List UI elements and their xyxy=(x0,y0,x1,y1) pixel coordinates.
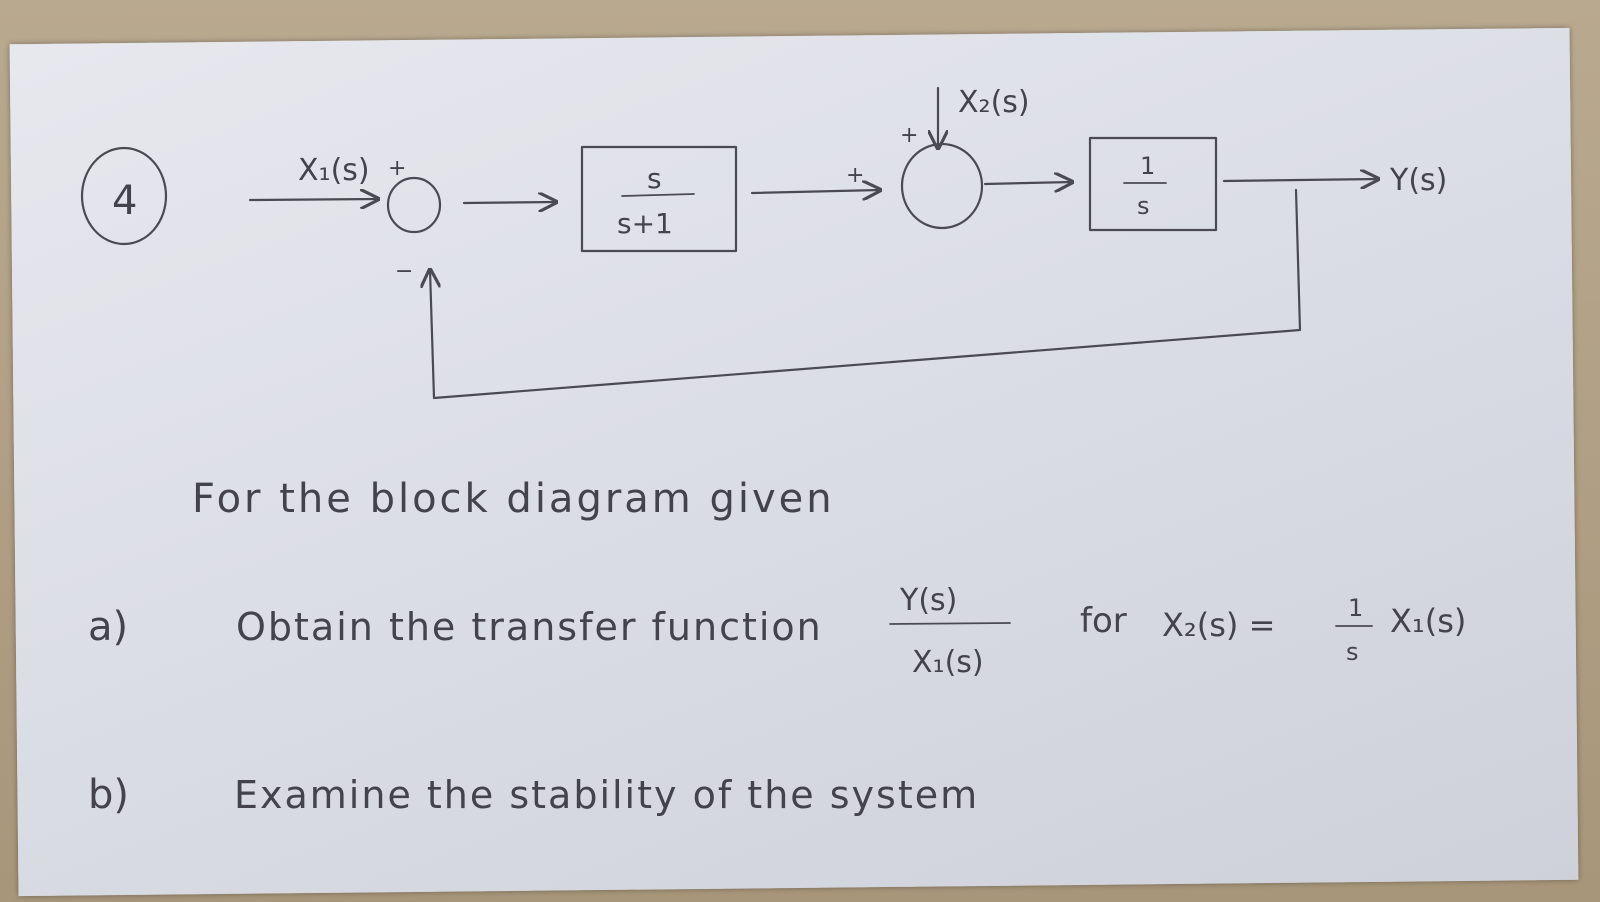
input-arrow xyxy=(248,199,378,200)
block-1-denominator: s+1 xyxy=(617,207,673,240)
part-a-fraction-numerator: Y(s) xyxy=(899,583,957,618)
block-1-frame xyxy=(580,145,738,253)
block-1-numerator: s xyxy=(647,162,662,195)
part-a-condition-denominator: s xyxy=(1346,638,1359,666)
feedback-minus-sign: − xyxy=(395,259,413,284)
problem-number: 4 xyxy=(112,178,137,224)
junction-2-left-sign: + xyxy=(846,163,864,188)
problem-number-circle xyxy=(80,146,168,246)
part-a-text: Obtain the transfer function xyxy=(236,605,823,649)
part-a-for: for xyxy=(1080,601,1127,641)
junction-2-top-sign: + xyxy=(900,123,918,148)
part-a-fraction-denominator: X₁(s) xyxy=(912,645,984,680)
arrow-to-junction-2 xyxy=(750,190,880,193)
input-plus-sign: + xyxy=(388,156,406,181)
part-a-marker: a) xyxy=(88,604,128,650)
block-2-numerator: 1 xyxy=(1140,152,1155,180)
intro-text: For the block diagram given xyxy=(192,476,835,522)
output-label: Y(s) xyxy=(1389,163,1447,198)
part-b-text: Examine the stability of the system xyxy=(234,773,979,817)
arrow-to-block-2 xyxy=(983,182,1072,184)
part-a-fraction-bar xyxy=(889,622,1011,625)
arrow-to-block-1 xyxy=(462,202,556,203)
part-a-condition-rhs: X₁(s) xyxy=(1390,602,1466,640)
summing-junction-2 xyxy=(900,142,984,230)
feedback-path xyxy=(430,188,1302,400)
part-a-condition-lhs: X₂(s) = xyxy=(1162,606,1275,644)
block-1-fraction-bar xyxy=(621,193,695,197)
disturbance-label: X₂(s) xyxy=(958,85,1030,120)
input-label: X₁(s) xyxy=(298,153,370,188)
block-2-denominator: s xyxy=(1137,192,1150,220)
output-arrow xyxy=(1222,179,1378,181)
block-2-frame xyxy=(1088,136,1218,232)
summing-junction-1 xyxy=(386,176,442,234)
part-a-condition-numerator: 1 xyxy=(1348,594,1363,622)
part-b-marker: b) xyxy=(88,772,129,818)
